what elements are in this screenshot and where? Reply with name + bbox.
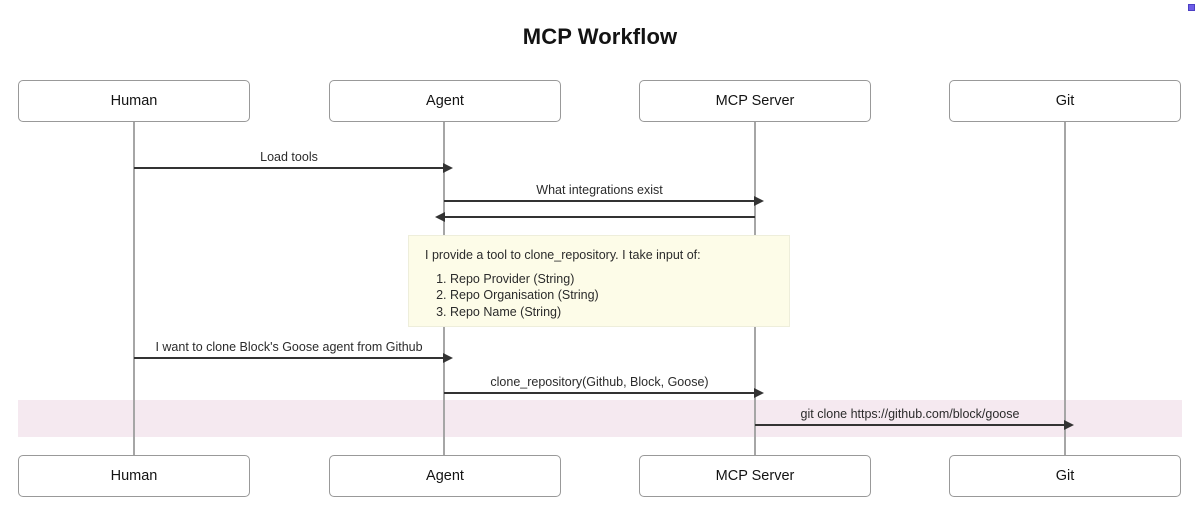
- participant-label: Agent: [426, 468, 464, 484]
- note-input-list: Repo Provider (String) Repo Organisation…: [425, 272, 773, 321]
- participant-label: Human: [110, 93, 158, 109]
- page-title: MCP Workflow: [522, 24, 678, 49]
- arrowhead-left-icon: [435, 212, 445, 222]
- arrowhead-right-icon: [443, 353, 453, 363]
- arrowhead-right-icon: [754, 196, 764, 206]
- participant-label: Human: [110, 468, 158, 484]
- lifeline-git: [1064, 122, 1066, 456]
- arrowhead-right-icon: [754, 388, 764, 398]
- note-tool-description: I provide a tool to clone_repository. I …: [408, 235, 790, 327]
- participant-git-bottom[interactable]: Git: [949, 455, 1181, 497]
- note-list-item: Repo Organisation (String): [450, 288, 773, 304]
- message-load-tools: Load tools: [134, 150, 453, 173]
- participant-label: Git: [1055, 93, 1075, 109]
- participant-label: Agent: [426, 93, 464, 109]
- message-label: Load tools: [260, 150, 318, 164]
- message-clone-request: I want to clone Block's Goose agent from…: [134, 340, 453, 363]
- participant-git-top[interactable]: Git: [949, 80, 1181, 122]
- message-integrations-response: [435, 212, 755, 222]
- message-label: What integrations exist: [536, 183, 663, 197]
- message-clone-repository-call: clone_repository(Github, Block, Goose): [444, 375, 764, 398]
- participant-human-bottom[interactable]: Human: [18, 455, 250, 497]
- message-what-integrations-exist: What integrations exist: [444, 183, 764, 206]
- note-list-item: Repo Name (String): [450, 305, 773, 321]
- message-label: clone_repository(Github, Block, Goose): [490, 375, 709, 389]
- participant-label: MCP Server: [715, 93, 795, 109]
- participant-agent-top[interactable]: Agent: [329, 80, 561, 122]
- corner-marker-icon: [1188, 4, 1195, 11]
- message-git-clone: git clone https://github.com/block/goose: [755, 407, 1074, 430]
- note-list-item: Repo Provider (String): [450, 272, 773, 288]
- participant-label: MCP Server: [715, 468, 795, 484]
- participant-mcp-server-top[interactable]: MCP Server: [639, 80, 871, 122]
- highlight-band: [18, 400, 1182, 437]
- message-label: I want to clone Block's Goose agent from…: [155, 340, 423, 354]
- participant-human-top[interactable]: Human: [18, 80, 250, 122]
- participant-label: Git: [1055, 468, 1075, 484]
- arrowhead-right-icon: [443, 163, 453, 173]
- participant-agent-bottom[interactable]: Agent: [329, 455, 561, 497]
- arrowhead-right-icon: [1064, 420, 1074, 430]
- lifeline-human: [133, 122, 135, 456]
- note-heading: I provide a tool to clone_repository. I …: [425, 248, 701, 262]
- message-label: git clone https://github.com/block/goose: [800, 407, 1020, 421]
- participant-mcp-server-bottom[interactable]: MCP Server: [639, 455, 871, 497]
